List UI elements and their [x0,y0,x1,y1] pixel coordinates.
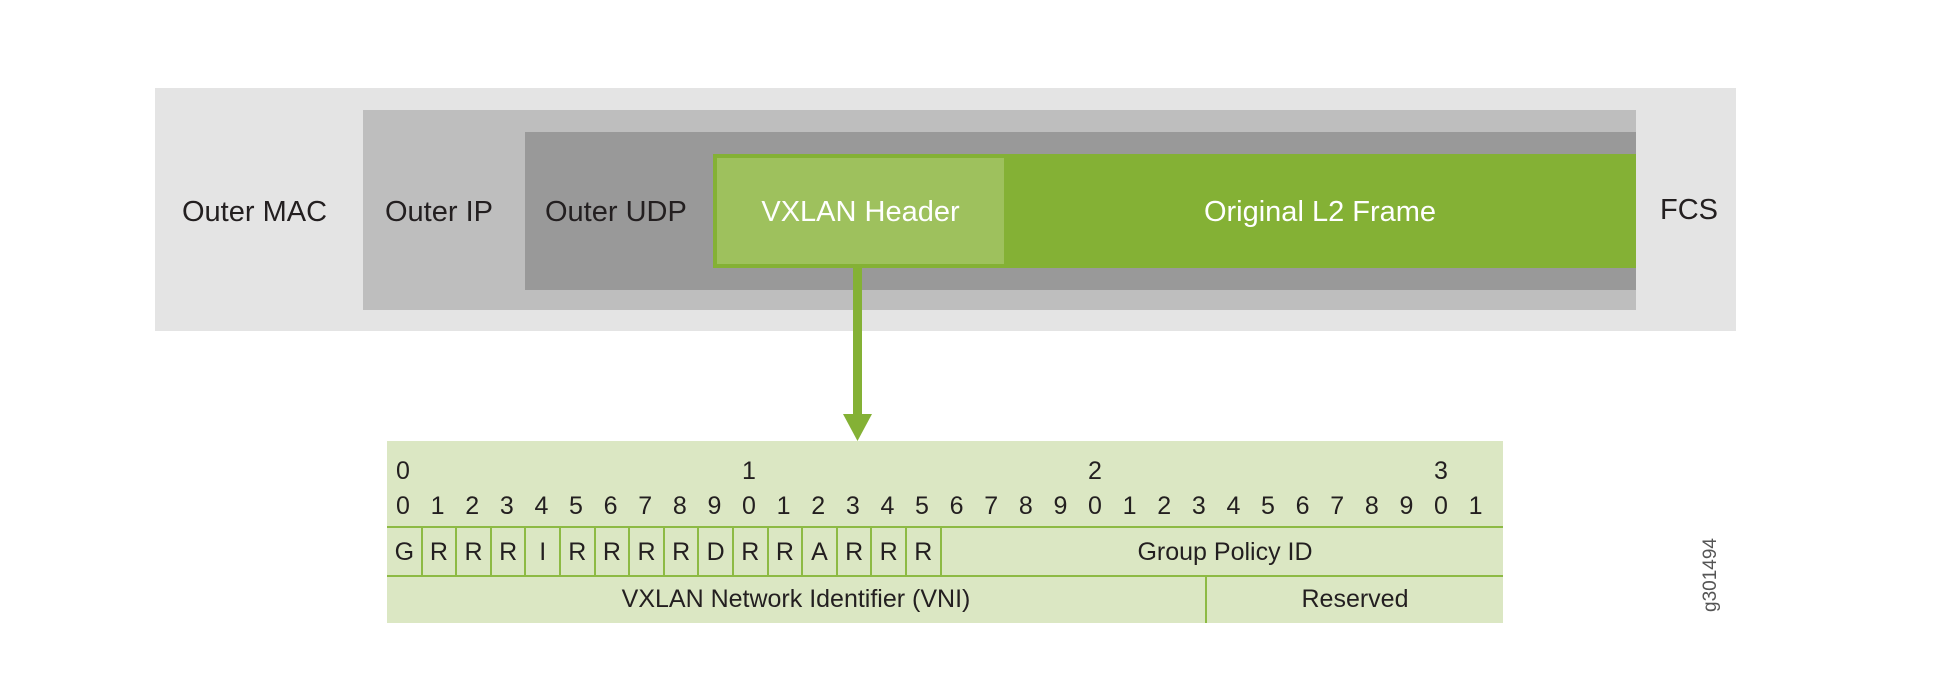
bit-units-digit: 6 [1295,492,1310,520]
bit-units-digit: 7 [1330,492,1345,520]
bit-units-digit: 3 [499,492,514,520]
bit-units-digit: 9 [1399,492,1414,520]
flag-bit-cell: R [672,538,691,566]
flag-bit-cell: I [539,538,547,566]
bit-units-digit: 0 [1434,492,1448,520]
bit-units-digit: 4 [1226,492,1241,520]
bit-units-digit: 8 [672,492,687,520]
flag-bit-cell: R [429,538,448,566]
group-policy-id-field: Group Policy ID [1137,538,1313,566]
bit-units-digit: 4 [534,492,549,520]
row-divider [387,575,1503,577]
flag-cell-divider [766,527,769,575]
bit-units-digit: 2 [811,492,826,520]
row-divider [387,526,1503,528]
vxlan-header-label: VXLAN Header [761,196,960,228]
flag-bit-cell: R [464,538,483,566]
bit-units-digit: 7 [984,492,999,520]
flag-cell-divider [628,527,631,575]
outer-ip-label: Outer IP [385,196,493,228]
bit-units-digit: 7 [638,492,653,520]
bit-units-digit: 0 [1088,492,1102,520]
bit-units-digit: 1 [776,492,791,520]
flag-cell-divider [662,527,665,575]
flag-bit-cell: R [914,538,933,566]
flag-cell-divider [870,527,873,575]
flag-cell-divider [593,527,596,575]
figure-id: g301494 [1700,538,1721,612]
flag-cell-divider [697,527,700,575]
bit-units-digit: 2 [465,492,480,520]
bit-units-digit: 6 [603,492,618,520]
outer-mac-label: Outer MAC [182,196,328,228]
flag-cell-divider [455,527,458,575]
vxlan-header-box [717,158,1004,264]
flag-bit-cell: R [637,538,656,566]
bit-units-digit: 1 [1468,492,1483,520]
flag-cell-divider [732,527,734,575]
bit-units-digit: 2 [1157,492,1172,520]
bit-units-digit: 5 [915,492,929,520]
arrow-shaft [853,267,862,417]
bit-units-digit: 5 [1261,492,1275,520]
flag-cell-divider [420,527,423,575]
flag-bit-cell: R [568,538,587,566]
bit-units-digit: 6 [949,492,964,520]
bit-units-digit: 8 [1018,492,1033,520]
flag-bit-cell: R [879,538,898,566]
bit-units-digit: 3 [845,492,860,520]
flag-bit-cell: R [741,538,760,566]
bit-units-digit: 1 [430,492,445,520]
flag-bit-cell: R [775,538,794,566]
bit-units-digit: 1 [1122,492,1137,520]
flag-cell-divider [905,527,907,575]
bit-units-digit: 4 [880,492,895,520]
bit-units-digit: 5 [569,492,583,520]
flag-cell-divider [489,527,492,575]
flag-cell-divider [801,527,804,575]
outer-udp-label: Outer UDP [545,196,687,228]
vni-reserved-divider [1205,576,1207,623]
bit-units-digit: 8 [1364,492,1379,520]
flag-bit-cell: D [706,538,725,566]
bit-units-digit: 9 [1053,492,1068,520]
bit-tens-digit: 2 [1088,457,1102,485]
flag-bit-cell: R [602,538,621,566]
bit-units-digit: 9 [707,492,722,520]
flag-cell-divider [835,527,838,575]
flag-bit-cell: R [499,538,518,566]
flag-cell-divider [559,527,561,575]
bit-units-digit: 0 [396,492,410,520]
bit-tens-digit: 0 [396,457,410,485]
bit-units-digit: 3 [1191,492,1206,520]
flag-bit-cell: A [811,538,828,566]
arrow-head [843,414,872,441]
fcs-label: FCS [1660,194,1718,226]
flag-bit-cell: R [845,538,864,566]
bit-units-digit: 0 [742,492,756,520]
flag-cell-divider [524,527,527,575]
reserved-field: Reserved [1301,585,1409,613]
flag-bit-cell: G [394,538,415,566]
original-l2-frame-label: Original L2 Frame [1203,196,1437,228]
flag-cell-divider [939,527,942,575]
vni-field: VXLAN Network Identifier (VNI) [621,585,971,613]
bit-tens-digit: 1 [742,457,756,485]
bit-tens-digit: 3 [1434,457,1448,485]
